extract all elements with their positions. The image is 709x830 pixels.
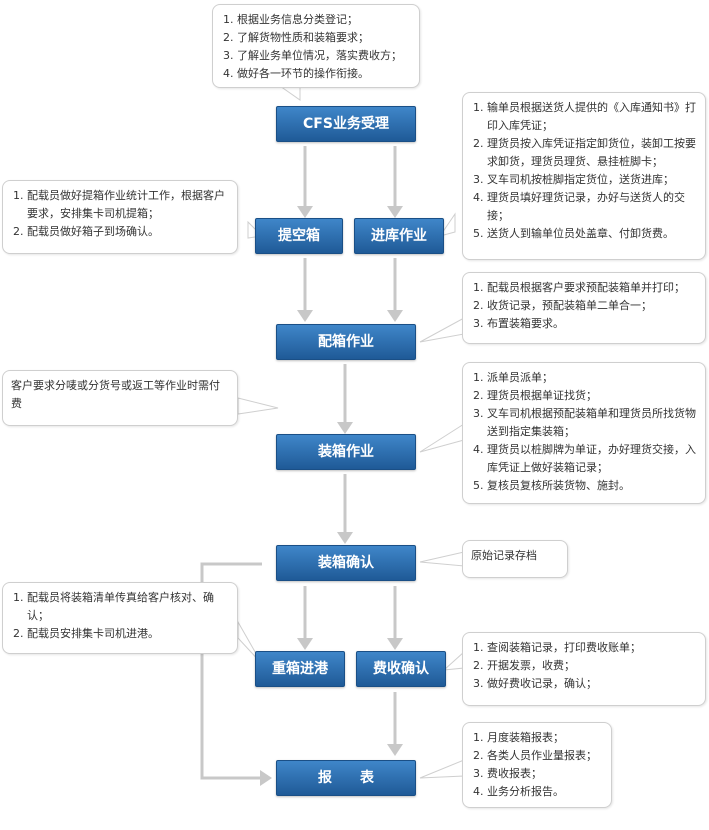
tail-cfs bbox=[278, 85, 301, 101]
node-fee: 费收确认 bbox=[356, 651, 446, 687]
note-heavy: 配载员将装箱清单传真给客户核对、确认；配载员安排集卡司机进港。 bbox=[2, 582, 238, 654]
note-item: 做好费收记录，确认； bbox=[487, 675, 697, 693]
note-item: 费收报表； bbox=[487, 765, 603, 783]
note-item: 配载员做好箱子到场确认。 bbox=[27, 223, 229, 241]
note-item: 送货人到输单位员处盖章、付卸货费。 bbox=[487, 225, 697, 243]
note-item: 布置装箱要求。 bbox=[487, 315, 697, 333]
arrow-confirm-report-loop bbox=[200, 562, 262, 780]
note-fee: 查阅装箱记录，打印费收账单；开据发票，收费；做好费收记录，确认； bbox=[462, 632, 706, 706]
node-cfs: CFS业务受理 bbox=[276, 106, 416, 142]
note-item: 叉车司机根据预配装箱单和理货员所找货物送到指定集装箱； bbox=[487, 405, 697, 441]
note-item: 各类人员作业量报表； bbox=[487, 747, 603, 765]
note-list: 配载员将装箱清单传真给客户核对、确认；配载员安排集卡司机进港。 bbox=[11, 589, 229, 643]
node-load: 装箱作业 bbox=[276, 434, 416, 470]
node-report: 报 表 bbox=[276, 760, 416, 796]
note-item: 了解货物性质和装箱要求； bbox=[237, 29, 411, 47]
note-list: 根据业务信息分类登记；了解货物性质和装箱要求；了解业务单位情况，落实费收方；做好… bbox=[221, 11, 411, 83]
note-item: 理货员填好理货记录，办好与送货人的交接； bbox=[487, 189, 697, 225]
note-item: 做好各一环节的操作衔接。 bbox=[237, 65, 411, 83]
tail-report bbox=[419, 759, 465, 779]
note-warehouse: 输单员根据送货人提供的《入库通知书》打印入库凭证；理货员按入库凭证指定卸货位，装… bbox=[462, 92, 706, 260]
note-item: 开据发票，收费； bbox=[487, 657, 697, 675]
note-empty: 配载员做好提箱作业统计工作，根据客户要求，安排集卡司机提箱；配载员做好箱子到场确… bbox=[2, 180, 238, 254]
note-list: 配载员做好提箱作业统计工作，根据客户要求，安排集卡司机提箱；配载员做好箱子到场确… bbox=[11, 187, 229, 241]
note-list: 派单员派单；理货员根据单证找货；叉车司机根据预配装箱单和理货员所找货物送到指定集… bbox=[471, 369, 697, 495]
note-customer: 客户要求分唛或分货号或返工等作业时需付费 bbox=[2, 370, 238, 426]
note-item: 配载员将装箱清单传真给客户核对、确认； bbox=[27, 589, 229, 625]
node-empty: 提空箱 bbox=[255, 218, 343, 254]
note-item: 理货员以桩脚牌为单证，办好理货交接，入库凭证上做好装箱记录； bbox=[487, 441, 697, 477]
note-item: 理货员按入库凭证指定卸货位，装卸工按要求卸货，理货员理货、悬挂桩脚卡； bbox=[487, 135, 697, 171]
node-heavy: 重箱进港 bbox=[255, 651, 345, 687]
note-item: 输单员根据送货人提供的《入库通知书》打印入库凭证； bbox=[487, 99, 697, 135]
note-list: 查阅装箱记录，打印费收账单；开据发票，收费；做好费收记录，确认； bbox=[471, 639, 697, 693]
note-load: 派单员派单；理货员根据单证找货；叉车司机根据预配装箱单和理货员所找货物送到指定集… bbox=[462, 362, 706, 504]
tail-load bbox=[419, 423, 465, 453]
note-list: 月度装箱报表；各类人员作业量报表；费收报表；业务分析报告。 bbox=[471, 729, 603, 801]
note-item: 收货记录，预配装箱单二单合一； bbox=[487, 297, 697, 315]
note-item: 根据业务信息分类登记； bbox=[237, 11, 411, 29]
tail-customer bbox=[237, 397, 279, 415]
tail-allocate bbox=[419, 317, 465, 343]
note-item: 配载员根据客户要求预配装箱单并打印； bbox=[487, 279, 697, 297]
node-warehouse: 进库作业 bbox=[354, 218, 444, 254]
note-report: 月度装箱报表；各类人员作业量报表；费收报表；业务分析报告。 bbox=[462, 722, 612, 808]
node-confirm: 装箱确认 bbox=[276, 545, 416, 581]
note-item: 配载员安排集卡司机进港。 bbox=[27, 625, 229, 643]
node-allocate: 配箱作业 bbox=[276, 324, 416, 360]
note-allocate: 配载员根据客户要求预配装箱单并打印；收货记录，预配装箱单二单合一；布置装箱要求。 bbox=[462, 272, 706, 344]
note-item: 配载员做好提箱作业统计工作，根据客户要求，安排集卡司机提箱； bbox=[27, 187, 229, 223]
note-item: 查阅装箱记录，打印费收账单； bbox=[487, 639, 697, 657]
note-confirm-text: 原始记录存档 bbox=[471, 549, 537, 562]
note-item: 月度装箱报表； bbox=[487, 729, 603, 747]
tail-confirm bbox=[419, 551, 465, 567]
note-confirm: 原始记录存档 bbox=[462, 540, 568, 578]
note-list: 输单员根据送货人提供的《入库通知书》打印入库凭证；理货员按入库凭证指定卸货位，装… bbox=[471, 99, 697, 243]
note-item: 了解业务单位情况，落实费收方； bbox=[237, 47, 411, 65]
note-item: 理货员根据单证找货； bbox=[487, 387, 697, 405]
note-customer-text: 客户要求分唛或分货号或返工等作业时需付费 bbox=[11, 379, 220, 410]
note-item: 业务分析报告。 bbox=[487, 783, 603, 801]
note-item: 叉车司机按桩脚指定货位，送货进库； bbox=[487, 171, 697, 189]
note-list: 配载员根据客户要求预配装箱单并打印；收货记录，预配装箱单二单合一；布置装箱要求。 bbox=[471, 279, 697, 333]
note-item: 派单员派单； bbox=[487, 369, 697, 387]
tail-fee bbox=[442, 650, 465, 671]
note-item: 复核员复核所装货物、施封。 bbox=[487, 477, 697, 495]
note-cfs: 根据业务信息分类登记；了解货物性质和装箱要求；了解业务单位情况，落实费收方；做好… bbox=[212, 4, 420, 88]
